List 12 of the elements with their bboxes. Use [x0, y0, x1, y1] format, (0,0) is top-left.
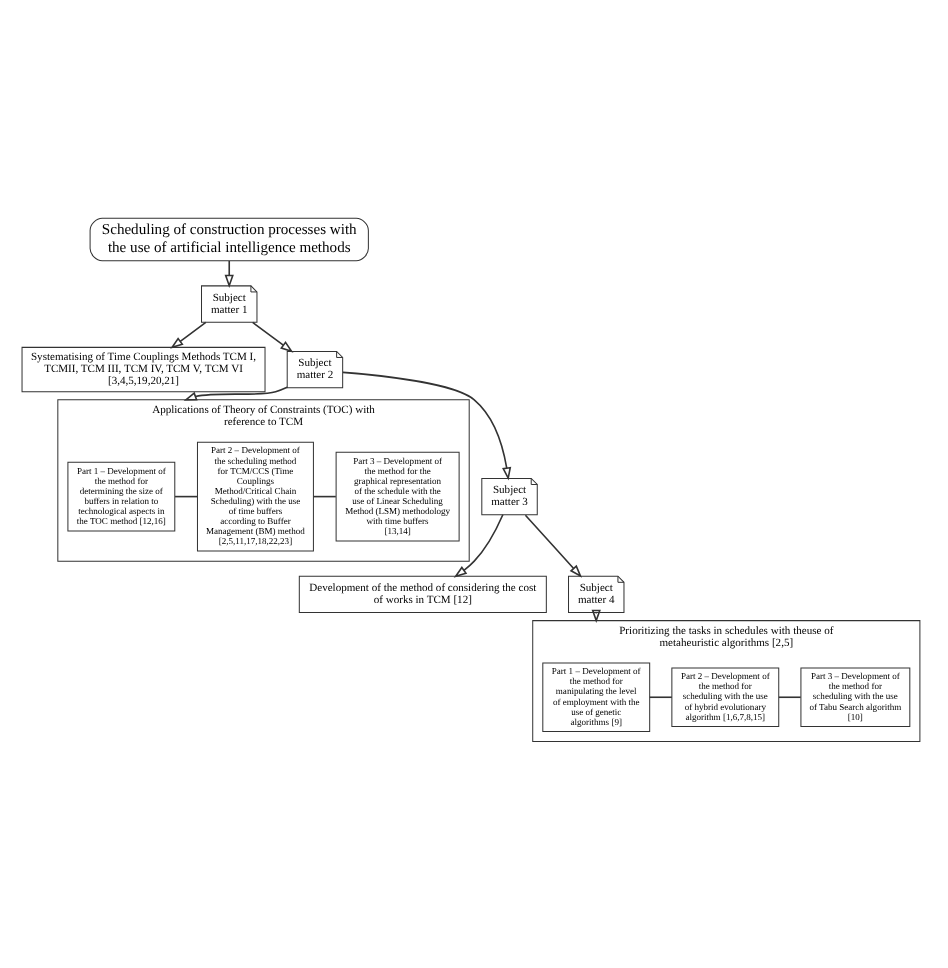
arrow: [452, 513, 503, 578]
arrow: [250, 321, 293, 353]
arrow: [223, 260, 233, 289]
connector: [647, 696, 672, 699]
connector: [311, 495, 336, 498]
arrow: [182, 386, 287, 401]
arrow: [341, 371, 511, 481]
connector: [777, 696, 801, 699]
connector: [173, 495, 198, 498]
arrow: [169, 321, 206, 349]
arrow: [523, 514, 582, 578]
node-box: Scheduling of construction processes with the use of artificial intelligence methods: [88, 217, 368, 262]
